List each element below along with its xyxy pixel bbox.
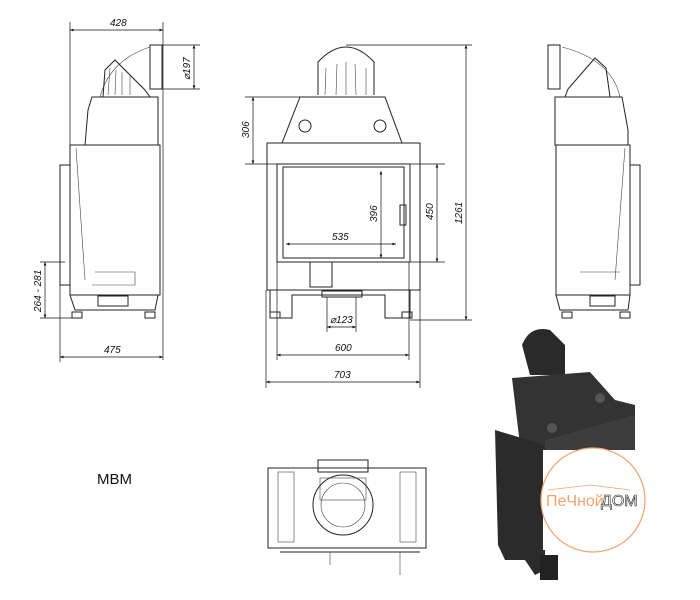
dim-396: 396 (369, 205, 380, 222)
model-label: MBM (97, 471, 132, 488)
top-view (267, 459, 427, 575)
dim-air-inlet: ⌀123 (330, 315, 353, 326)
dim-306: 306 (241, 121, 252, 138)
left-side-view (59, 44, 163, 319)
dim-475: 475 (104, 345, 121, 356)
watermark-logo: ПеЧной ДОМ (540, 447, 646, 553)
dim-703: 703 (334, 370, 351, 381)
left-dimensions: 428 ⌀197 475 264 - 281 (33, 18, 200, 362)
dim-flue-diameter: ⌀197 (182, 57, 193, 80)
dim-floor-to-door: 264 - 281 (33, 270, 44, 313)
watermark-text-b: ДОМ (601, 493, 638, 510)
fireplace-3d-render (495, 329, 635, 580)
right-side-view (547, 44, 641, 319)
front-dimensions: 306 396 450 1261 535 ⌀123 600 703 (241, 44, 472, 388)
dim-600: 600 (335, 343, 352, 354)
dim-428: 428 (110, 18, 127, 29)
dim-450: 450 (425, 203, 436, 220)
dim-1261: 1261 (454, 202, 465, 224)
front-view (266, 46, 421, 319)
dim-535: 535 (332, 232, 349, 243)
watermark-text-a: ПеЧной (546, 493, 604, 510)
